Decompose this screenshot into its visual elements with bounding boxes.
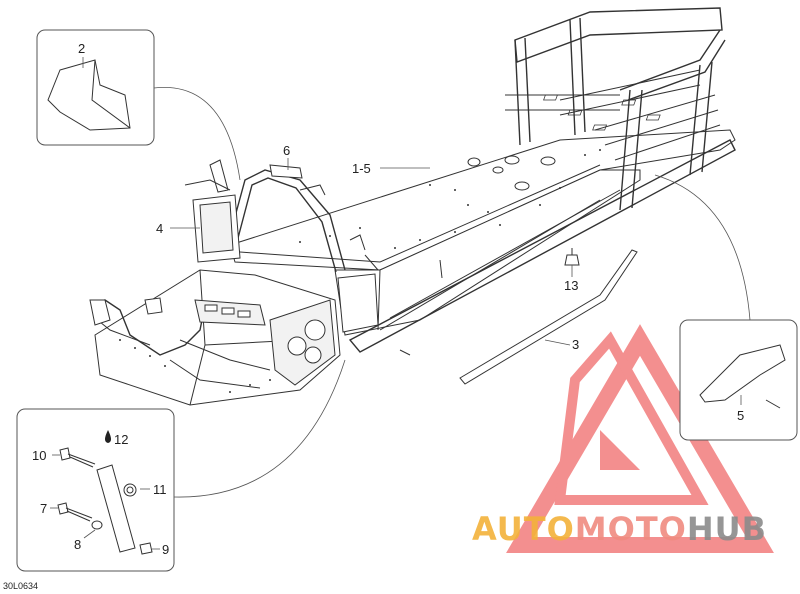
callout-3: 3: [572, 337, 579, 352]
callout-4: 4: [156, 221, 163, 236]
callout-5: 5: [737, 408, 744, 423]
fastener-part-13: [564, 248, 580, 266]
callout-6: 6: [283, 143, 290, 158]
watermark-text: AUTOMOTOHUB: [472, 510, 767, 548]
callout-9: 9: [162, 542, 169, 557]
callout-12: 12: [114, 432, 128, 447]
svg-text:AUTOMOTOHUB: AUTOMOTOHUB: [472, 510, 767, 548]
detail-box-part-2: [36, 29, 241, 181]
leader-lines: [50, 57, 742, 550]
callout-7: 7: [40, 501, 47, 516]
detail-box-hardware: [16, 359, 346, 572]
detail-box-part-5: [654, 174, 798, 441]
diagram-code: 30L0634: [3, 581, 38, 591]
callout-2: 2: [78, 41, 85, 56]
chassis-frame: [89, 129, 736, 406]
callout-10: 10: [32, 448, 46, 463]
callout-13: 13: [564, 278, 578, 293]
watermark-logo-icon: [506, 324, 774, 553]
rear-rack: [505, 7, 726, 211]
callout-11: 11: [153, 482, 167, 497]
callout-1-5: 1-5: [352, 161, 371, 176]
strip-part-3: [459, 249, 638, 385]
callout-8: 8: [74, 537, 81, 552]
